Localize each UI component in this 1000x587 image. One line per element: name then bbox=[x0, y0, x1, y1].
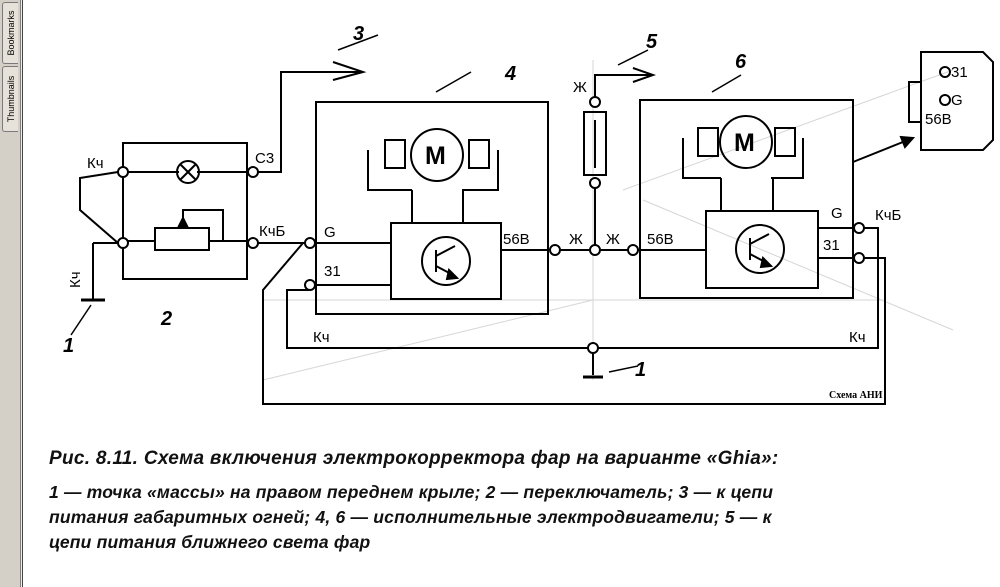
label-31-right: 31 bbox=[823, 237, 840, 254]
actuator-left bbox=[304, 101, 561, 315]
document-page: 1 2 3 4 5 6 1 Кч Кч С3 КчБ M G 31 56В Ж … bbox=[22, 0, 1000, 587]
caption-title: Рис. 8.11. Схема включения электрокоррек… bbox=[49, 448, 779, 469]
callout-5: 5 bbox=[646, 31, 658, 53]
fuse-block bbox=[560, 49, 657, 256]
callout-2: 2 bbox=[160, 308, 172, 330]
label-zh-right: Ж bbox=[606, 231, 620, 248]
label-kch-wire-left: Кч bbox=[313, 329, 330, 346]
label-g-left: G bbox=[324, 224, 336, 241]
connector-pin-g: G bbox=[951, 92, 963, 109]
label-zh-left: Ж bbox=[569, 231, 583, 248]
label-kch-switch-ground: Кч bbox=[67, 271, 84, 288]
callout-6: 6 bbox=[735, 51, 747, 73]
headlight-connector bbox=[908, 51, 994, 151]
connector-pin-56b: 56В bbox=[925, 111, 952, 128]
callout-3: 3 bbox=[353, 23, 364, 45]
wiring-diagram: 1 2 3 4 5 6 1 Кч Кч С3 КчБ M G 31 56В Ж … bbox=[63, 23, 994, 405]
thumbnails-tab[interactable]: Thumbnails bbox=[2, 66, 18, 132]
callout-1-ground: 1 bbox=[635, 359, 646, 381]
connector-pin-31: 31 bbox=[951, 64, 968, 81]
callout-4: 4 bbox=[504, 63, 516, 85]
headlight-range-switch bbox=[117, 142, 259, 280]
diagram-watermark: Схема АНИ bbox=[829, 390, 883, 401]
thumbnails-tab-label: Thumbnails bbox=[5, 75, 16, 123]
label-56b-left: 56В bbox=[503, 231, 530, 248]
actuator-right bbox=[638, 99, 916, 299]
navigation-side-panel: Bookmarks Thumbnails bbox=[0, 0, 21, 587]
indicator-lamp-icon bbox=[176, 160, 200, 184]
label-kch-switch-top: Кч bbox=[87, 155, 104, 172]
label-56b-right: 56В bbox=[647, 231, 674, 248]
motor-left-icon: M bbox=[425, 142, 446, 170]
label-s3: С3 bbox=[255, 150, 274, 167]
background-guides bbox=[262, 60, 954, 381]
caption-line-1: 1 — точка «массы» на правом переднем кры… bbox=[49, 482, 774, 502]
label-kch-wire-right: Кч bbox=[849, 329, 866, 346]
label-g-right: G bbox=[831, 205, 843, 222]
motor-right-icon: M bbox=[734, 129, 755, 157]
label-31-left: 31 bbox=[324, 263, 341, 280]
figure-caption: Рис. 8.11. Схема включения электрокоррек… bbox=[49, 448, 1000, 555]
bookmarks-tab[interactable]: Bookmarks bbox=[2, 2, 18, 64]
label-kchb-switch: КчБ bbox=[259, 223, 286, 240]
caption-line-3: цепи питания ближнего света фар bbox=[49, 532, 371, 552]
caption-line-2: питания габаритных огней; 4, 6 — исполни… bbox=[49, 507, 772, 527]
label-zh-top: Ж bbox=[573, 79, 587, 96]
rheostat-icon bbox=[154, 227, 210, 251]
label-kchb-right: КчБ bbox=[875, 207, 902, 224]
bookmarks-tab-label: Bookmarks bbox=[5, 10, 16, 56]
callout-1-left: 1 bbox=[63, 335, 74, 357]
